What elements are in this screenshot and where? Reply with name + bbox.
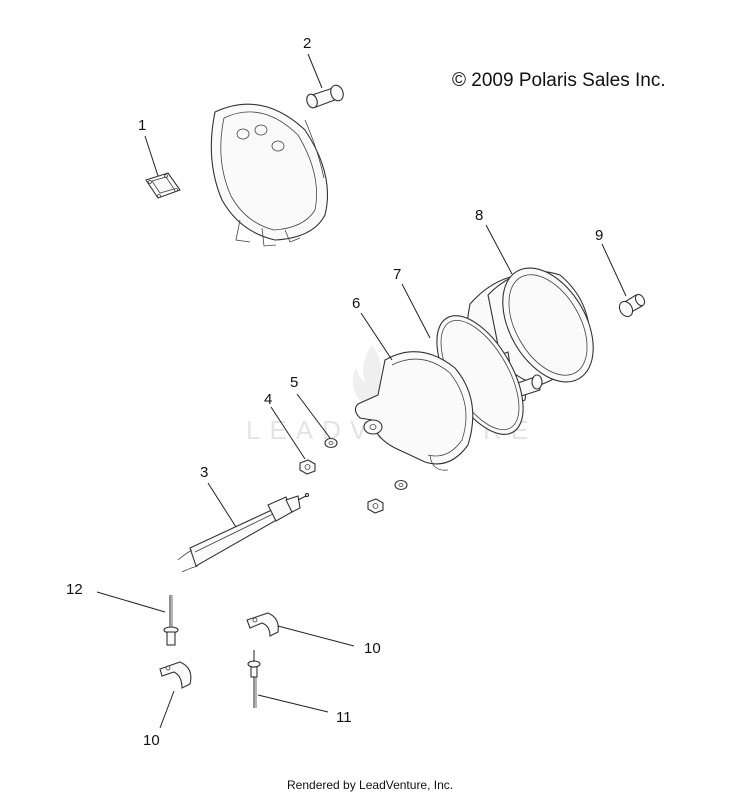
copyright-text: © 2009 Polaris Sales Inc.: [452, 70, 666, 91]
part-10-clamp-b: [159, 661, 192, 689]
callout-3: 3: [200, 464, 208, 481]
part-9-screw: [618, 293, 646, 318]
rear-housing: [210, 103, 328, 247]
part-5-washer-b: [394, 479, 408, 491]
part-6-bezel: [354, 351, 474, 471]
callout-10-right: 10: [364, 640, 381, 657]
callout-8: 8: [475, 207, 483, 224]
part-4-nut-b: [367, 498, 384, 514]
callout-7: 7: [393, 266, 401, 283]
part-3-cable: [177, 493, 309, 573]
footer-text: Rendered by LeadVenture, Inc.: [287, 778, 453, 792]
part-5-washer: [324, 437, 338, 449]
part-11-rivet: [247, 650, 261, 708]
callout-12: 12: [66, 581, 83, 598]
part-12-rivet: [163, 595, 179, 646]
leader-lines: [96, 53, 627, 729]
callout-1: 1: [138, 117, 146, 134]
part-4-nut: [299, 459, 316, 475]
callout-9: 9: [595, 227, 603, 244]
part-10-clamp-a: [246, 612, 279, 637]
callout-10-left: 10: [143, 732, 160, 749]
part-2-pin: [306, 84, 344, 109]
callout-2: 2: [303, 35, 311, 52]
callout-5: 5: [290, 374, 298, 391]
callout-6: 6: [352, 295, 360, 312]
callout-4: 4: [264, 391, 272, 408]
callout-11: 11: [336, 709, 352, 726]
part-1-gasket: [145, 172, 181, 199]
